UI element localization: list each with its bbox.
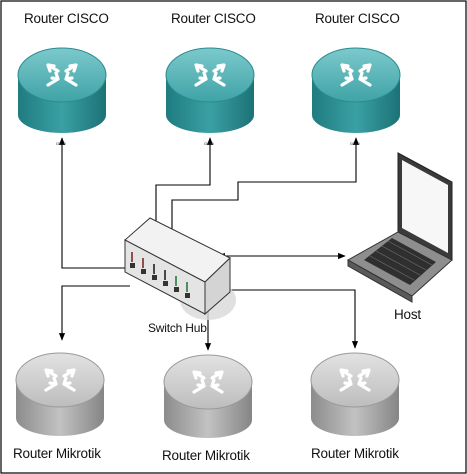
link-switch-cisco-1 [58,137,130,269]
link-switch-cisco-2 [155,137,214,232]
router-mikrotik-1-label: Router Mikrotik [13,446,101,461]
router-cisco-2-label: Router CISCO [171,11,256,26]
router-cisco-1-label: Router CISCO [24,11,109,26]
router-mikrotik-2-label: Router Mikrotik [162,448,250,463]
router-mikrotik-3-label: Router Mikrotik [311,446,399,461]
switch-hub-icon [124,217,236,320]
router-cisco-3-label: Router CISCO [315,11,400,26]
links [58,137,360,351]
router-cisco-icon: Gi0/0 [17,47,107,146]
host-label: Host [394,307,421,322]
link-switch-mikrotik-3 [216,289,359,349]
router-mikrotik-icon [163,354,253,438]
router-mikrotik-icon [15,352,105,436]
router-cisco-icon: Gi0/0 [311,47,401,146]
svg-text:Gi0/0: Gi0/0 [56,141,66,146]
svg-text:Gi0/0: Gi0/0 [350,141,360,146]
switch-hub-label: Switch Hub [148,321,207,335]
link-switch-cisco-3 [171,137,360,232]
router-mikrotik-icon [310,352,400,436]
router-cisco-icon: Gi0/0 [165,47,255,146]
svg-text:Gi0/0: Gi0/0 [204,141,214,146]
link-switch-mikrotik-1 [58,285,130,341]
laptop-icon [346,152,453,303]
